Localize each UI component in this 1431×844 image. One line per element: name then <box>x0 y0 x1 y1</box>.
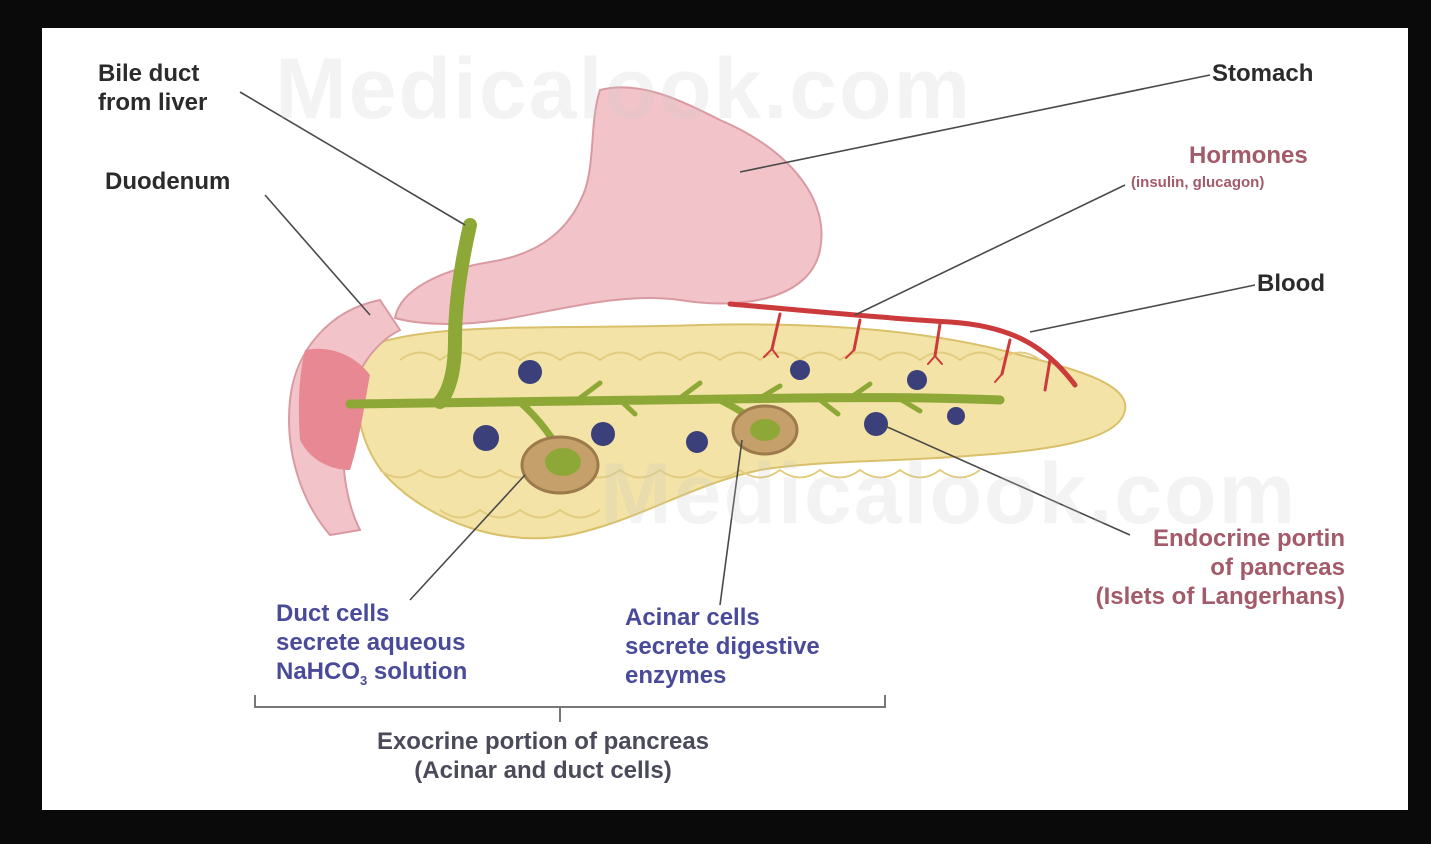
label-acinar-cells: Acinar cells secrete digestive enzymes <box>625 604 820 690</box>
label-bile-duct: Bile duct from liver <box>98 60 207 118</box>
label-duct-cells-line2: secrete aqueous <box>276 629 467 658</box>
label-endocrine-line3: (Islets of Langerhans) <box>1096 583 1345 612</box>
label-bile-duct-line2: from liver <box>98 89 207 118</box>
label-stomach: Stomach <box>1212 60 1313 89</box>
nahco-suffix: solution <box>367 658 467 685</box>
label-blood: Blood <box>1257 270 1325 299</box>
label-acinar-line3: enzymes <box>625 662 820 691</box>
label-bile-duct-line1: Bile duct <box>98 60 207 89</box>
watermark-top: Medicalook.com <box>275 40 972 139</box>
label-exocrine: Exocrine portion of pancreas (Acinar and… <box>336 728 750 786</box>
label-hormones: Hormones <box>1189 142 1308 171</box>
exocrine-bracket <box>255 695 885 722</box>
label-endocrine-line1: Endocrine portin <box>1096 525 1345 554</box>
label-hormones-detail: (insulin, glucagon) <box>1131 174 1264 192</box>
label-acinar-line1: Acinar cells <box>625 604 820 633</box>
label-duodenum: Duodenum <box>105 168 230 197</box>
label-duct-cells-line3: NaHCO3 solution <box>276 658 467 688</box>
label-endocrine-line2: of pancreas <box>1096 554 1345 583</box>
label-duct-cells: Duct cells secrete aqueous NaHCO3 soluti… <box>276 600 467 688</box>
label-acinar-line2: secrete digestive <box>625 633 820 662</box>
label-exocrine-line1: Exocrine portion of pancreas <box>336 728 750 757</box>
label-exocrine-line2: (Acinar and duct cells) <box>336 757 750 786</box>
nahco-prefix: NaHCO <box>276 658 360 685</box>
label-endocrine: Endocrine portin of pancreas (Islets of … <box>1096 525 1345 611</box>
label-duct-cells-line1: Duct cells <box>276 600 467 629</box>
